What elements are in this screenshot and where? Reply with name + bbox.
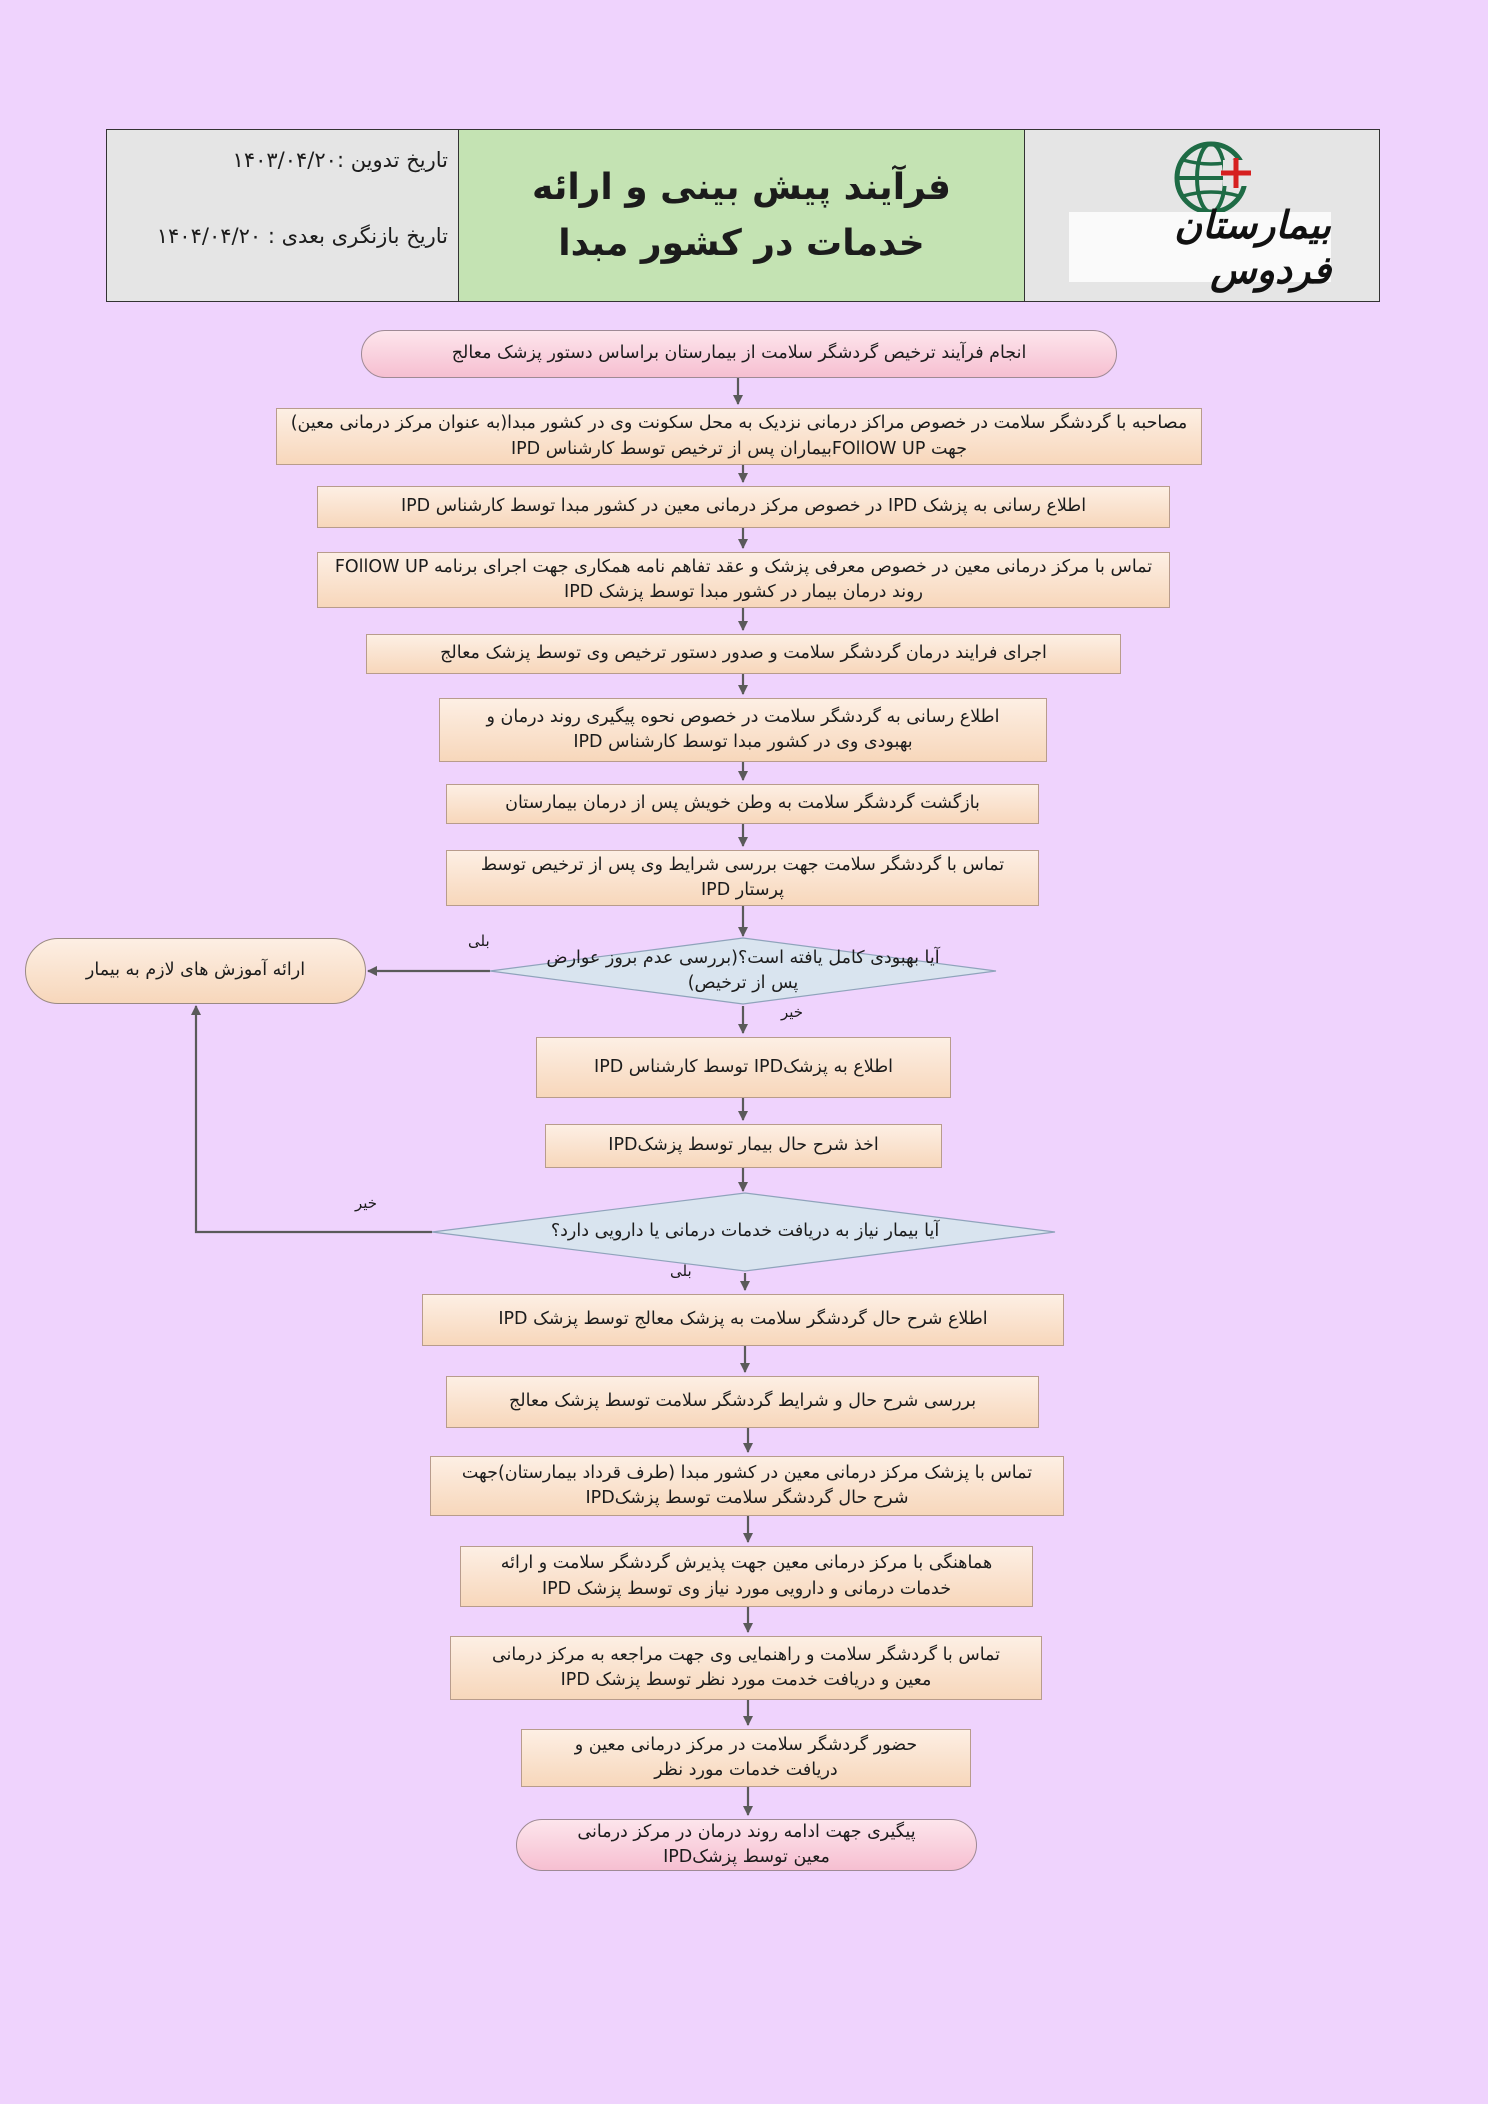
header-dates-cell: تاریخ تدوین :۱۴۰۳/۰۴/۲۰ تاریخ بازنگری بع… [107, 130, 459, 301]
logo-wordmark: بیمارستان فردوس [1069, 202, 1331, 292]
step-9-text: اخذ شرح حال بیمار توسط پزشکIPD [608, 1135, 879, 1156]
date-next-review: تاریخ بازنگری بعدی : ۱۴۰۴/۰۴/۲۰ [156, 224, 448, 248]
step-14-text: تماس با گردشگر سلامت و راهنمایی وی جهت م… [491, 1644, 1001, 1690]
header-title-cell: فرآیند پیش بینی و ارائه خدمات در کشور مب… [459, 130, 1025, 301]
process-step-3: تماس با مرکز درمانی معین در خصوص معرفی پ… [317, 552, 1170, 608]
d1-yes-label: بلی [468, 932, 490, 950]
date-written: تاریخ تدوین :۱۴۰۳/۰۴/۲۰ [232, 148, 448, 172]
step-2-text: اطلاع رسانی به پزشک IPD در خصوص مرکز درم… [400, 496, 1087, 517]
process-step-15: حضور گردشگر سلامت در مرکز درمانی معین و … [521, 1729, 971, 1787]
step-15-text: حضور گردشگر سلامت در مرکز درمانی معین و … [574, 1734, 918, 1780]
step-7-text: تماس با گردشگر سلامت جهت بررسی شرایط وی … [480, 854, 1005, 900]
process-step-4: اجرای فرایند درمان گردشگر سلامت و صدور د… [366, 634, 1121, 674]
side-terminal: ارائه آموزش های لازم به بیمار [25, 938, 366, 1004]
process-step-1: مصاحبه با گردشگر سلامت در خصوص مراکز درم… [276, 408, 1202, 465]
step-10-text: اطلاع شرح حال گردشگر سلامت به پزشک معالج… [498, 1309, 988, 1330]
decision-d2: آیا بیمار نیاز به دریافت خدمات درمانی یا… [470, 1212, 1020, 1252]
arrow-d2-side [191, 1005, 432, 1234]
end-text: پیگیری جهت ادامه روند درمان در مرکز درما… [577, 1821, 916, 1867]
step-6-text: بازگشت گردشگر سلامت به وطن خویش پس از در… [505, 793, 980, 814]
step-1-text: مصاحبه با گردشگر سلامت در خصوص مراکز درم… [290, 413, 1188, 459]
header-table: تاریخ تدوین :۱۴۰۳/۰۴/۲۰ تاریخ بازنگری بع… [106, 129, 1380, 302]
process-step-9: اخذ شرح حال بیمار توسط پزشکIPD [545, 1124, 942, 1168]
decision-d1-shape [489, 937, 997, 1005]
step-3-text: تماس با مرکز درمانی معین در خصوص معرفی پ… [334, 556, 1153, 602]
process-step-8: اطلاع به پزشکIPD توسط کارشناس IPD [536, 1037, 951, 1098]
process-step-5: اطلاع رسانی به گردشگر سلامت در خصوص نحوه… [439, 698, 1047, 762]
start-text: انجام فرآیند ترخیص گردشگر سلامت از بیمار… [451, 343, 1027, 364]
process-step-14: تماس با گردشگر سلامت و راهنمایی وی جهت م… [450, 1636, 1042, 1700]
step-12-text: تماس با پزشک مرکز درمانی معین در کشور مب… [461, 1462, 1033, 1508]
step-4-text: اجرای فرایند درمان گردشگر سلامت و صدور د… [440, 643, 1047, 664]
page-title: فرآیند پیش بینی و ارائه خدمات در کشور مب… [531, 166, 951, 264]
process-step-2: اطلاع رسانی به پزشک IPD در خصوص مرکز درم… [317, 486, 1170, 528]
decision-d1: آیا بهبودی کامل یافته است؟(بررسی عدم برو… [540, 947, 946, 995]
process-step-10: اطلاع شرح حال گردشگر سلامت به پزشک معالج… [422, 1294, 1064, 1346]
decision-d2-shape [431, 1192, 1056, 1272]
step-5-text: اطلاع رسانی به گردشگر سلامت در خصوص نحوه… [486, 706, 1000, 752]
d2-yes-label: بلی [670, 1262, 692, 1280]
hospital-logo: بیمارستان فردوس [1025, 130, 1379, 301]
decision-d1-text: آیا بهبودی کامل یافته است؟(بررسی عدم برو… [546, 947, 940, 993]
d2-no-label: خیر [355, 1194, 378, 1212]
decision-d2-text: آیا بیمار نیاز به دریافت خدمات درمانی یا… [550, 1221, 940, 1242]
step-8-text: اطلاع به پزشکIPD توسط کارشناس IPD [594, 1056, 893, 1077]
start-terminal: انجام فرآیند ترخیص گردشگر سلامت از بیمار… [361, 330, 1117, 378]
process-step-13: هماهنگی با مرکز درمانی معین جهت پذیرش گر… [460, 1546, 1033, 1607]
d1-no-label: خیر [781, 1003, 804, 1021]
step-13-text: هماهنگی با مرکز درمانی معین جهت پذیرش گر… [500, 1553, 993, 1599]
end-terminal: پیگیری جهت ادامه روند درمان در مرکز درما… [516, 1819, 977, 1871]
process-step-6: بازگشت گردشگر سلامت به وطن خویش پس از در… [446, 784, 1039, 824]
logo-text: بیمارستان فردوس [1174, 202, 1331, 292]
process-step-12: تماس با پزشک مرکز درمانی معین در کشور مب… [430, 1456, 1064, 1516]
side-text: ارائه آموزش های لازم به بیمار [85, 960, 306, 981]
process-step-7: تماس با گردشگر سلامت جهت بررسی شرایط وی … [446, 850, 1039, 906]
step-11-text: بررسی شرح حال و شرایط گردشگر سلامت توسط … [508, 1391, 977, 1412]
process-step-11: بررسی شرح حال و شرایط گردشگر سلامت توسط … [446, 1376, 1039, 1428]
